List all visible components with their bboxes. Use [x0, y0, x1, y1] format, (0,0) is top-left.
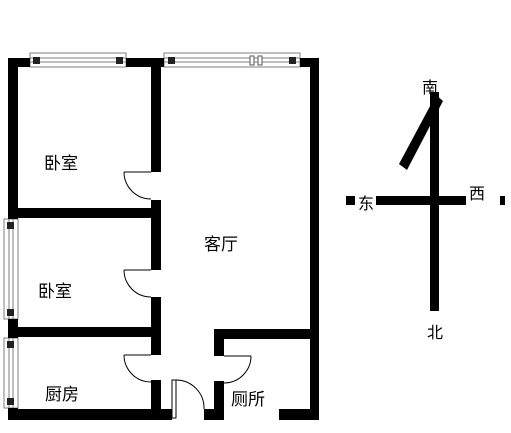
- door-entrance: [171, 379, 205, 419]
- room-label-bedroom-mid: 卧室: [38, 282, 72, 302]
- compass-horizontal-bar: [376, 196, 466, 205]
- wall-inner-v2: [151, 200, 161, 270]
- door-toilet: [223, 355, 252, 384]
- wall-toilet-left-top: [214, 329, 224, 356]
- wall-right: [310, 58, 319, 420]
- compass-label-south: 南: [422, 78, 438, 97]
- room-label-living-room: 客厅: [204, 235, 238, 255]
- wall-inner-h2: [8, 327, 161, 337]
- wall-inner-v3: [151, 297, 161, 355]
- wall-bottom-left: [8, 409, 172, 420]
- wall-top-left: [8, 58, 30, 67]
- compass: [346, 92, 505, 311]
- window-top-living: [163, 52, 301, 68]
- room-label-toilet: 厕所: [231, 390, 265, 410]
- door-bedroom-mid: [123, 269, 152, 298]
- wall-toilet-top: [214, 329, 319, 339]
- compass-label-east: 东: [358, 194, 374, 213]
- wall-toilet-left-bottom: [214, 381, 224, 416]
- compass-west-end: [500, 196, 505, 205]
- wall-bottom-toilet: [279, 409, 319, 420]
- wall-inner-v4: [151, 380, 161, 415]
- wall-inner-h1: [8, 208, 161, 218]
- window-left-kitchen: [3, 337, 19, 409]
- door-bedroom-top: [123, 171, 152, 200]
- wall-top-mid: [126, 58, 164, 67]
- wall-left-top: [8, 58, 18, 219]
- compass-label-west: 西: [469, 184, 485, 203]
- window-top-bedroom: [29, 52, 127, 68]
- wall-top-right: [300, 58, 319, 67]
- window-left-bedroom: [3, 218, 19, 320]
- room-label-bedroom-top: 卧室: [44, 154, 78, 174]
- compass-label-north: 北: [427, 323, 443, 342]
- compass-east-end: [346, 196, 355, 205]
- door-kitchen: [123, 354, 152, 383]
- compass-arrow-stroke: [399, 95, 443, 170]
- walls: [8, 58, 319, 420]
- wall-inner-v1: [151, 62, 161, 172]
- room-label-kitchen: 厨房: [45, 385, 79, 405]
